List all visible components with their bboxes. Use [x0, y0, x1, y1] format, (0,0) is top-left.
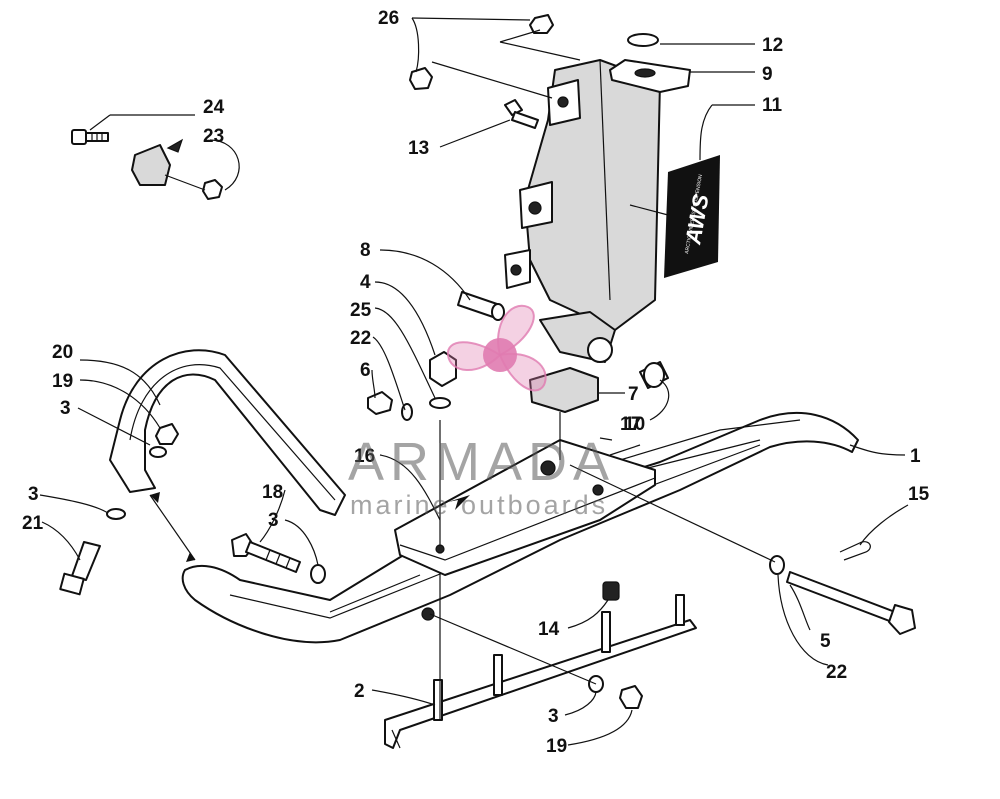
callout-11: 11 [762, 95, 783, 116]
wear-bar [384, 594, 697, 749]
callout-18: 18 [262, 482, 283, 503]
washer-22-b [769, 555, 785, 575]
callout-9: 9 [762, 64, 773, 85]
spacer-block [529, 367, 599, 413]
callout-23: 23 [203, 126, 224, 147]
callout-14: 14 [538, 619, 560, 640]
callout-4: 4 [360, 272, 371, 293]
callout-20: 20 [52, 342, 73, 363]
callout-3-b: 3 [28, 484, 39, 505]
grease-fitting [504, 99, 539, 129]
callout-17: 17 [620, 414, 641, 435]
watermark: ARMADA marine outboards [348, 304, 615, 520]
callout-10: 10 [624, 414, 645, 435]
callout-labels: 26 12 9 11 13 24 23 8 4 25 22 6 7 10 16 … [22, 8, 930, 757]
callout-25: 25 [350, 300, 372, 321]
callout-2: 2 [354, 681, 365, 702]
bolt-18 [231, 533, 301, 573]
nut-26-left [409, 67, 433, 90]
spacer-14 [602, 581, 620, 601]
callout-24: 24 [203, 97, 225, 118]
saddle [394, 439, 656, 576]
bolt-21 [59, 541, 101, 596]
spindle-cap [627, 33, 659, 47]
callout-13: 13 [408, 138, 429, 159]
watermark-tagline: marine outboards [350, 490, 608, 520]
callout-21: 21 [22, 513, 44, 534]
callout-19-b: 19 [546, 736, 567, 757]
callout-26: 26 [378, 8, 399, 29]
bushing [639, 361, 669, 389]
callout-8: 8 [360, 240, 371, 261]
callout-22-b: 22 [826, 662, 847, 683]
callout-3-c: 3 [268, 510, 279, 531]
callout-3-a: 3 [60, 398, 71, 419]
bolt-5 [786, 571, 916, 635]
callout-15: 15 [908, 484, 930, 505]
nut-26-top [529, 14, 554, 34]
callout-7: 7 [628, 384, 639, 405]
nut-19-b [619, 685, 643, 709]
callout-5: 5 [820, 631, 831, 652]
callout-1: 1 [910, 446, 921, 467]
pin [457, 291, 505, 321]
callout-16: 16 [354, 446, 375, 467]
watermark-brand: ARMADA [348, 432, 615, 492]
spindle-housing [504, 59, 691, 363]
leader-lines [39, 17, 909, 746]
callout-3-e: 3 [548, 706, 559, 727]
watermark-propeller-icon [446, 304, 547, 392]
ski-handle [109, 349, 346, 516]
clip-23 [131, 138, 223, 200]
callout-12: 12 [762, 35, 783, 56]
callout-19-a: 19 [52, 371, 73, 392]
cotter-pin [839, 541, 871, 561]
callout-6: 6 [360, 360, 371, 381]
washer-3-a [106, 508, 126, 520]
washer-3-c [310, 564, 326, 584]
nut-6 [367, 391, 393, 415]
washer-25 [429, 397, 451, 409]
bolt-24 [71, 129, 109, 145]
aws-decal: AWS ARCTIC WIDEBASE SUSPENSION [664, 155, 720, 278]
washer-3-b [149, 446, 167, 458]
nut-19-a [155, 423, 179, 445]
callout-22-a: 22 [350, 328, 371, 349]
